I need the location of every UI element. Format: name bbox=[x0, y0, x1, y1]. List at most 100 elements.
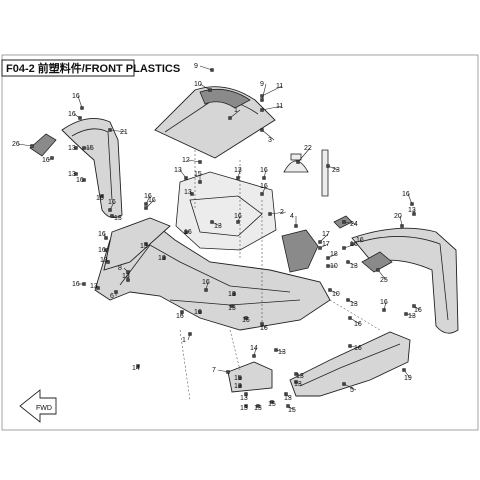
callout: 26 bbox=[12, 141, 34, 148]
fastener-marker bbox=[270, 400, 274, 404]
callout-leader-line bbox=[269, 211, 287, 215]
callout-number: 13 bbox=[240, 405, 248, 412]
fastener-marker bbox=[236, 176, 240, 180]
callout-number: 15 bbox=[268, 401, 276, 408]
fastener-marker bbox=[144, 202, 148, 206]
fastener-marker bbox=[318, 246, 322, 250]
callout: 13 bbox=[404, 312, 416, 320]
callout-number: 13 bbox=[234, 167, 242, 174]
diagram-frame bbox=[1, 54, 479, 431]
callout: 13 bbox=[100, 257, 110, 264]
callout-number: 12 bbox=[182, 157, 190, 164]
fastener-marker bbox=[348, 316, 352, 320]
callout: 1 bbox=[228, 107, 241, 120]
fastener-marker bbox=[244, 316, 248, 320]
callout-number: 1 bbox=[182, 337, 186, 344]
fwd-arrow-shape bbox=[19, 389, 57, 423]
callout: 10 bbox=[328, 288, 340, 298]
callout-number: 16 bbox=[260, 183, 268, 190]
fastener-marker bbox=[294, 380, 298, 384]
callout-number: 13 bbox=[254, 405, 262, 412]
fastener-marker bbox=[346, 260, 350, 264]
fastener-marker bbox=[100, 194, 104, 198]
callout-number: 16 bbox=[98, 231, 106, 238]
callout-leader-line bbox=[297, 147, 311, 163]
callout-number: 13 bbox=[90, 283, 98, 290]
fastener-marker bbox=[296, 160, 300, 164]
fastener-marker bbox=[268, 212, 272, 216]
fastener-marker bbox=[74, 146, 78, 150]
fastener-marker bbox=[104, 248, 108, 252]
callout-leader-line bbox=[109, 129, 127, 133]
rubber-cap-22-top bbox=[290, 153, 302, 161]
callout-number: 13 bbox=[408, 313, 416, 320]
fastener-marker bbox=[274, 348, 278, 352]
callout-number: 23 bbox=[332, 167, 340, 174]
fastener-marker bbox=[260, 98, 264, 102]
fastener-marker bbox=[318, 240, 322, 244]
callout: 13 bbox=[274, 348, 286, 356]
callout: 15 bbox=[268, 400, 276, 408]
callout: 4 bbox=[290, 213, 298, 228]
fastener-marker bbox=[244, 392, 248, 396]
callout: 16 bbox=[202, 279, 210, 292]
callout: 16 bbox=[342, 241, 358, 250]
callout-number: 8 bbox=[118, 265, 122, 272]
callout-number: 17 bbox=[322, 241, 330, 248]
callout: 7 bbox=[212, 367, 230, 374]
callout: 16 bbox=[76, 177, 86, 184]
fastener-marker bbox=[210, 220, 214, 224]
callout-number: 25 bbox=[380, 277, 388, 284]
callout-number: 1 bbox=[234, 107, 238, 114]
fastener-marker bbox=[348, 344, 352, 348]
callout: 25 bbox=[376, 268, 388, 284]
callout: 9 bbox=[194, 63, 214, 72]
callout-number: 16 bbox=[184, 229, 192, 236]
callout-number: 13 bbox=[350, 263, 358, 270]
fastener-marker bbox=[108, 128, 112, 132]
callout-number: 13 bbox=[284, 395, 292, 402]
callout: 16 bbox=[98, 231, 108, 240]
fastener-marker bbox=[144, 206, 148, 210]
fastener-marker bbox=[342, 246, 346, 250]
callout: 13 bbox=[240, 404, 248, 412]
callout: 22 bbox=[296, 145, 312, 164]
callout: 16 bbox=[348, 344, 362, 352]
callout: 16 bbox=[68, 111, 82, 120]
bracket-26-part bbox=[29, 133, 57, 157]
fastener-marker bbox=[342, 220, 346, 224]
callout: 13 bbox=[240, 392, 248, 402]
callout-number: 13 bbox=[158, 255, 166, 262]
callout: 9 bbox=[260, 81, 267, 102]
front-body-lower-edge bbox=[169, 299, 301, 306]
fastener-marker bbox=[136, 364, 140, 368]
fastener-marker bbox=[328, 288, 332, 292]
fastener-marker bbox=[184, 230, 188, 234]
front-body-ridge bbox=[119, 244, 291, 293]
callout: 16 bbox=[242, 316, 250, 324]
callout-number: 16 bbox=[242, 317, 250, 324]
callout-number: 16 bbox=[380, 299, 388, 306]
seat-base-inner bbox=[189, 195, 263, 237]
callout: 13 bbox=[254, 404, 262, 412]
callout: 13 bbox=[122, 273, 130, 282]
callout: 13 bbox=[184, 189, 194, 196]
callout: 16 bbox=[260, 167, 268, 180]
callout: 17 bbox=[318, 241, 330, 250]
callout-number: 13 bbox=[174, 167, 182, 174]
title-box-border bbox=[1, 59, 135, 77]
left-fender-edge bbox=[71, 128, 113, 201]
callout: 16 bbox=[412, 304, 422, 314]
fastener-marker bbox=[410, 202, 414, 206]
seat-cover-vent bbox=[199, 88, 251, 109]
fastener-marker bbox=[284, 392, 288, 396]
callout-number: 16 bbox=[354, 321, 362, 328]
callout: 1 bbox=[182, 332, 192, 344]
callout: 16 bbox=[260, 322, 268, 332]
fastener-marker bbox=[82, 282, 86, 286]
fastener-marker bbox=[350, 242, 354, 246]
callout-leader-line bbox=[199, 65, 213, 71]
callout-number: 14 bbox=[250, 345, 258, 352]
fastener-marker bbox=[50, 156, 54, 160]
callout: 19 bbox=[402, 368, 412, 382]
